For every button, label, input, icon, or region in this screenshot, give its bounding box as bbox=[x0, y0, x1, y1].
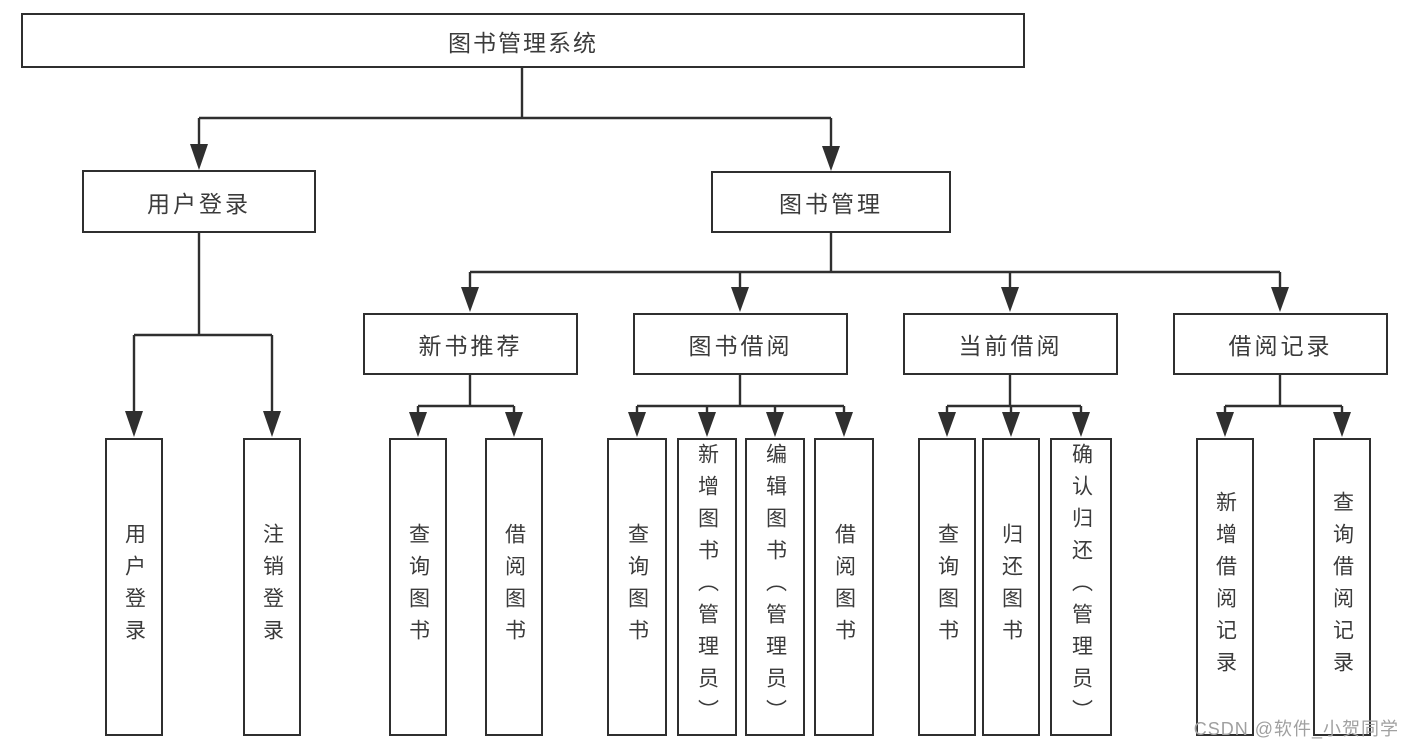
arrowhead bbox=[628, 412, 646, 437]
node-book-borrow: 图书借阅 bbox=[633, 313, 848, 375]
leaf-label: 用户登录 bbox=[122, 523, 146, 651]
leaf-confirm-return-admin: 确认归还（管理员） bbox=[1050, 438, 1112, 736]
leaf-add-borrow-record: 新增借阅记录 bbox=[1196, 438, 1254, 736]
node-new-book-recommend: 新书推荐 bbox=[363, 313, 578, 375]
leaf-label: 查询借阅记录 bbox=[1330, 491, 1354, 683]
leaf-logout: 注销登录 bbox=[243, 438, 301, 736]
arrowhead bbox=[698, 412, 716, 437]
leaf-label: 查询图书 bbox=[935, 523, 959, 651]
leaf-label: 查询图书 bbox=[625, 523, 649, 651]
leaf-edit-books-admin: 编辑图书（管理员） bbox=[745, 438, 805, 736]
arrowhead bbox=[1271, 287, 1289, 312]
connector-root-to-level1 bbox=[190, 68, 840, 171]
leaf-return-books: 归还图书 bbox=[982, 438, 1040, 736]
node-user-login: 用户登录 bbox=[82, 170, 316, 233]
leaf-borrow-books-recommend: 借阅图书 bbox=[485, 438, 543, 736]
arrowhead bbox=[938, 412, 956, 437]
arrowhead bbox=[461, 287, 479, 312]
arrowhead bbox=[263, 411, 281, 437]
arrowhead bbox=[190, 144, 208, 170]
watermark-text: CSDN @软件_小贺同学 bbox=[1193, 719, 1399, 739]
leaf-label: 确认归还（管理员） bbox=[1069, 443, 1093, 731]
leaf-label: 新增图书（管理员） bbox=[695, 443, 719, 731]
connector-book-management-children bbox=[461, 233, 1289, 312]
leaf-query-borrow-record: 查询借阅记录 bbox=[1313, 438, 1371, 736]
node-current-borrow: 当前借阅 bbox=[903, 313, 1118, 375]
connector-new-book-recommend-children bbox=[409, 375, 523, 437]
connector-current-borrow-children bbox=[938, 375, 1090, 437]
leaf-label: 编辑图书（管理员） bbox=[763, 443, 787, 731]
leaf-user-login: 用户登录 bbox=[105, 438, 163, 736]
node-root-library-system: 图书管理系统 bbox=[21, 13, 1025, 68]
leaf-query-books-borrow: 查询图书 bbox=[607, 438, 667, 736]
arrowhead bbox=[822, 146, 840, 171]
arrowhead bbox=[1333, 412, 1351, 437]
arrowhead bbox=[731, 287, 749, 312]
arrowhead bbox=[1002, 412, 1020, 437]
leaf-borrow-books: 借阅图书 bbox=[814, 438, 874, 736]
connector-book-borrow-children bbox=[628, 375, 853, 437]
arrowhead bbox=[409, 412, 427, 437]
arrowhead bbox=[125, 411, 143, 437]
leaf-label: 新增借阅记录 bbox=[1213, 491, 1237, 683]
arrowhead bbox=[1216, 412, 1234, 437]
node-book-management: 图书管理 bbox=[711, 171, 951, 233]
arrowhead bbox=[835, 412, 853, 437]
leaf-label: 查询图书 bbox=[406, 523, 430, 651]
connector-user-login-children bbox=[125, 233, 281, 437]
leaf-label: 归还图书 bbox=[999, 523, 1023, 651]
arrowhead bbox=[766, 412, 784, 437]
leaf-label: 借阅图书 bbox=[502, 523, 526, 651]
node-borrow-records: 借阅记录 bbox=[1173, 313, 1388, 375]
leaf-label: 借阅图书 bbox=[832, 523, 856, 651]
leaf-query-books-current: 查询图书 bbox=[918, 438, 976, 736]
leaf-add-books-admin: 新增图书（管理员） bbox=[677, 438, 737, 736]
arrowhead bbox=[1072, 412, 1090, 437]
arrowhead bbox=[1001, 287, 1019, 312]
connector-borrow-records-children bbox=[1216, 375, 1351, 437]
arrowhead bbox=[505, 412, 523, 437]
leaf-query-books-recommend: 查询图书 bbox=[389, 438, 447, 736]
leaf-label: 注销登录 bbox=[260, 523, 284, 651]
